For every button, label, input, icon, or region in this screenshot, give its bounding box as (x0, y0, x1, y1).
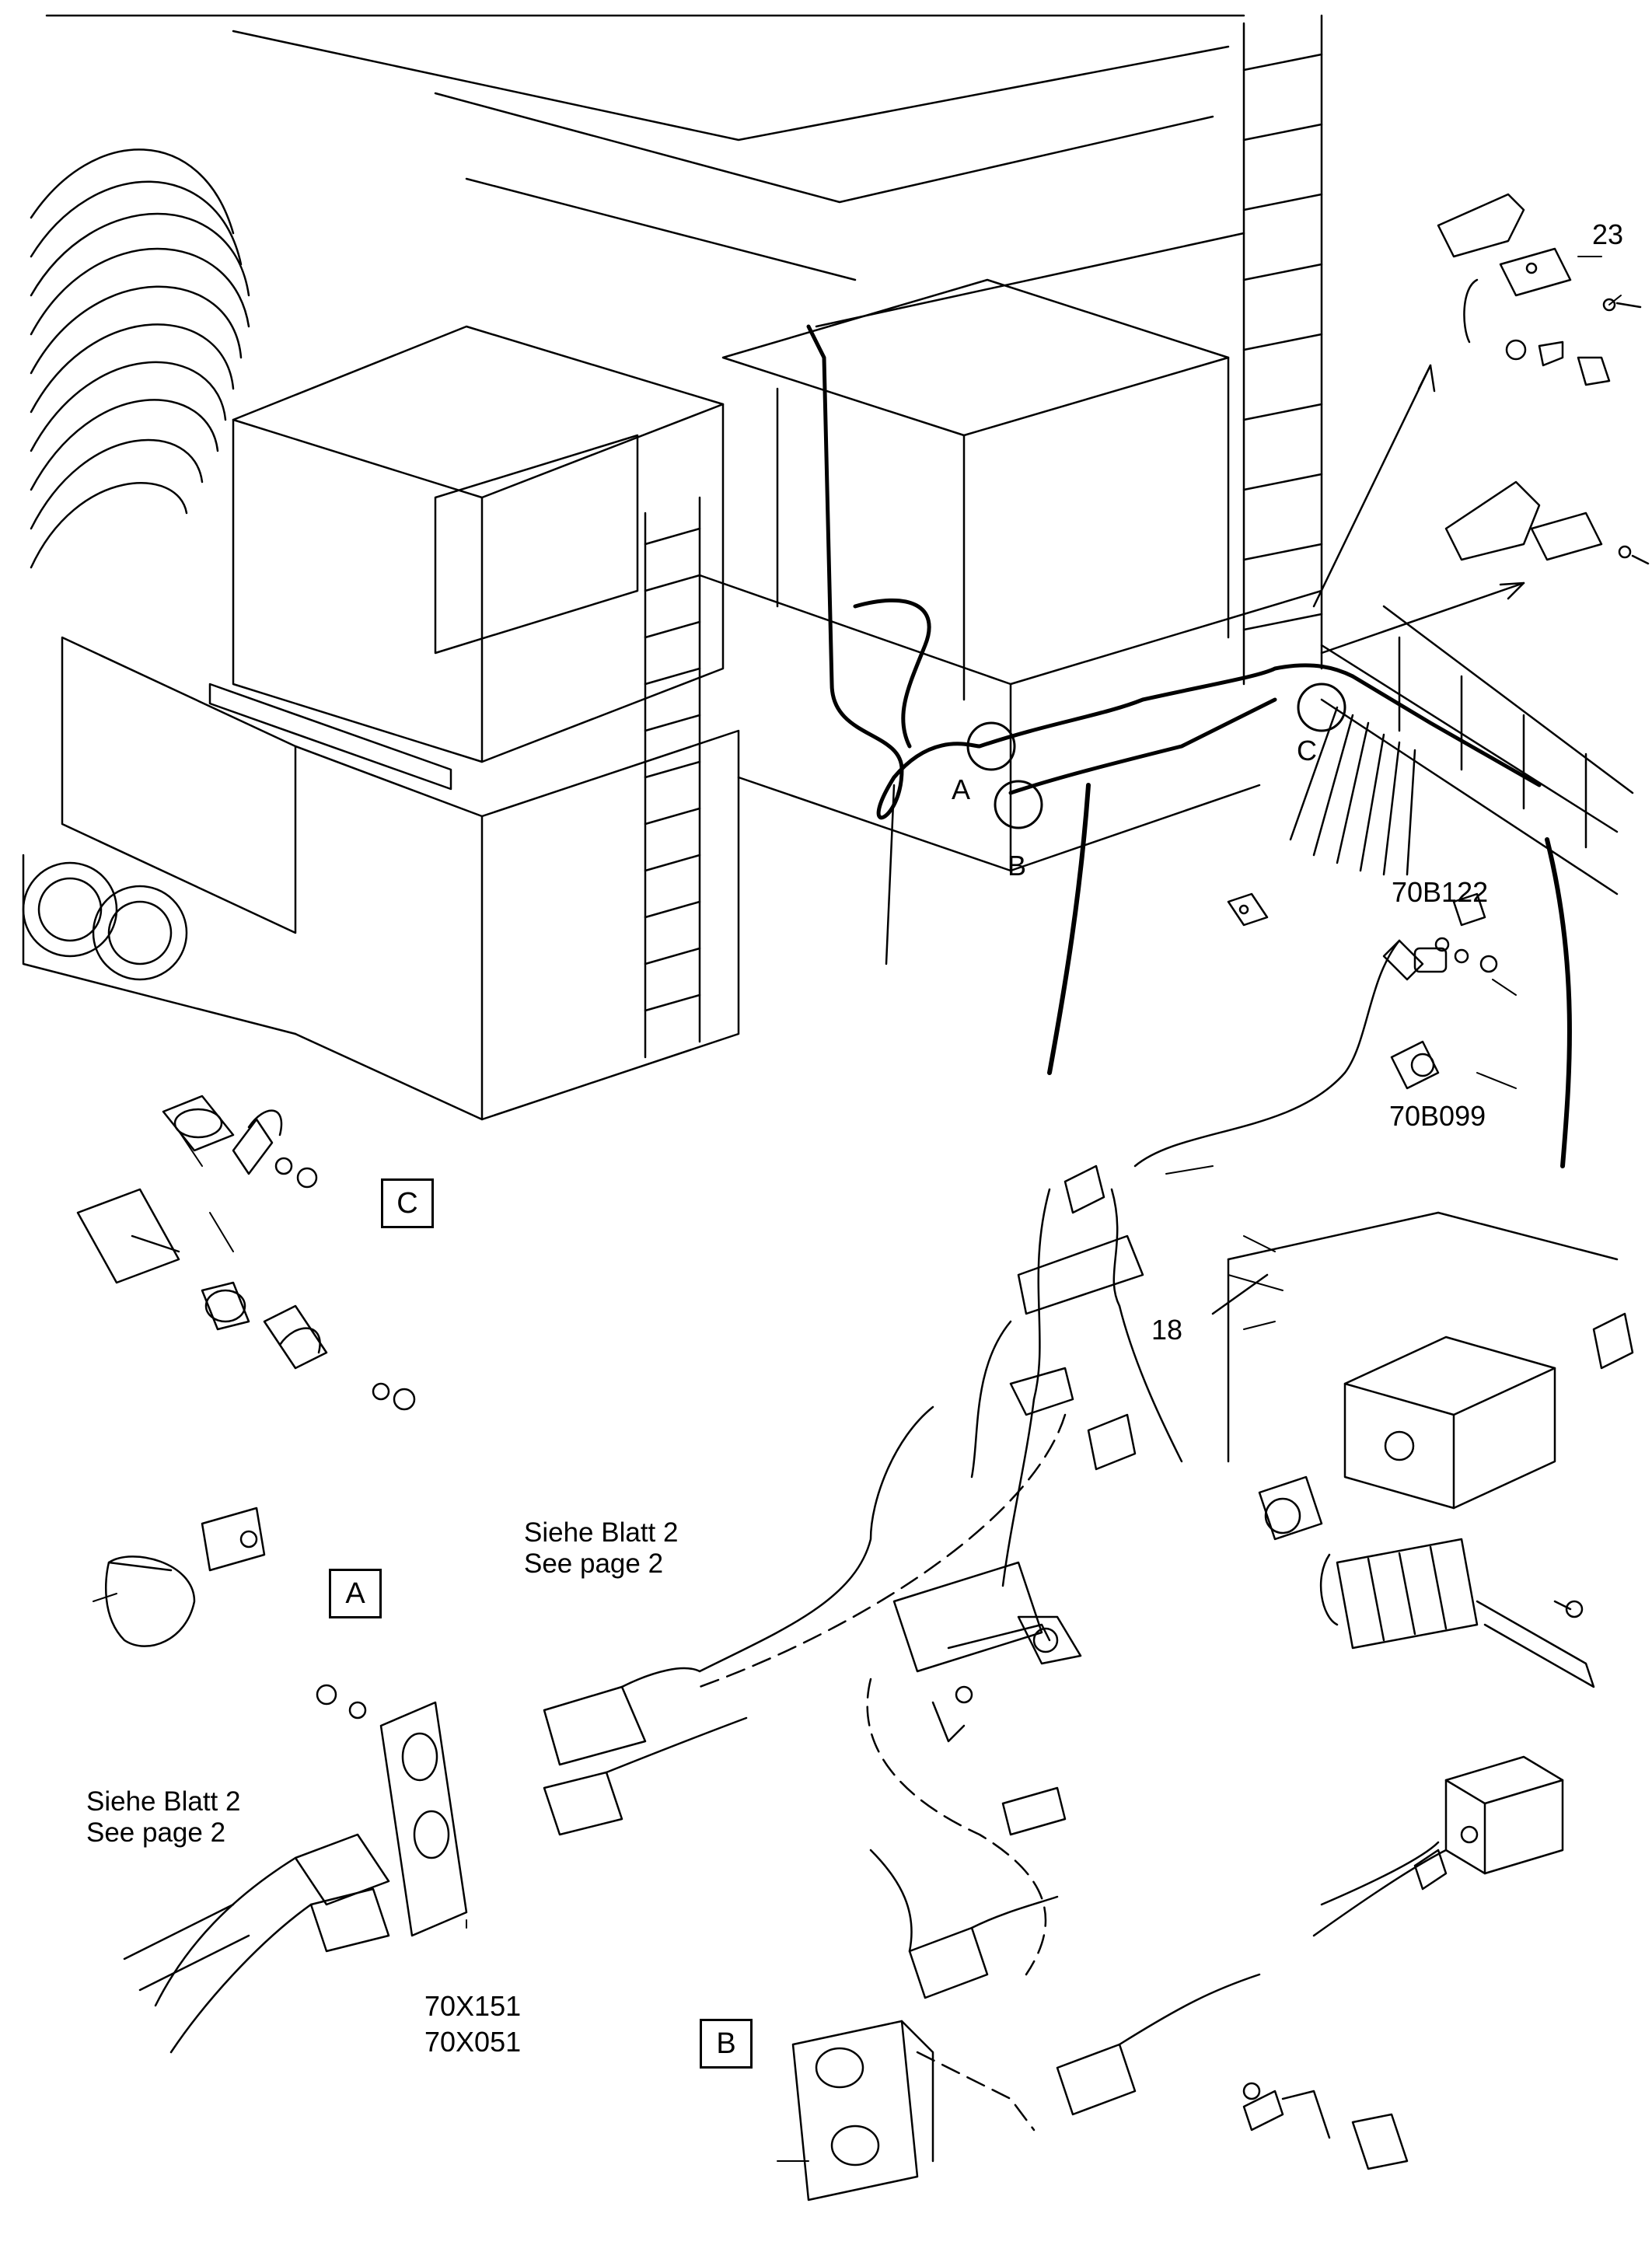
connector-label-70x151: 70X151 (424, 1990, 522, 2022)
bracket-detail-23 (1437, 193, 1650, 565)
detail-a-parts (104, 1507, 266, 1647)
callout-circle-a (966, 721, 1016, 771)
sensor-label-70b099: 70B099 (1389, 1100, 1486, 1132)
connector-plate (123, 1667, 748, 2054)
part-number-18: 18 (1151, 1314, 1183, 1346)
sensor-label-70b122: 70B122 (1392, 876, 1489, 908)
cable-mounting (698, 1320, 1082, 1836)
hose-coils (30, 148, 250, 569)
machine-structure (22, 14, 1634, 1121)
callout-c: C (1297, 735, 1317, 766)
small-junction-box (1312, 1755, 1564, 1937)
note-see-page-2-left: Siehe Blatt 2 See page 2 (86, 1786, 240, 1849)
connector-label-70x051: 70X051 (424, 2026, 522, 2058)
callout-a: A (952, 773, 971, 805)
callout-circle-c (1297, 683, 1346, 732)
note-de: Siehe Blatt 2 (524, 1517, 679, 1548)
callout-b: B (1008, 850, 1027, 882)
dashed-links (698, 1413, 1067, 2132)
detail-box-c: C (381, 1178, 434, 1228)
cable-harness (806, 324, 1542, 820)
sensor-assembly (1133, 892, 1498, 1168)
note-en: See page 2 (86, 1817, 226, 1849)
detail-box-a: A (329, 1569, 382, 1618)
pointer-arrows (885, 364, 1572, 1315)
note-en: See page 2 (524, 1548, 664, 1580)
detail-box-b: B (700, 2019, 753, 2069)
note-de: Siehe Blatt 2 (86, 1786, 241, 1817)
part-number-23: 23 (1592, 218, 1624, 250)
callout-circle-b (994, 780, 1043, 829)
detail-c-parts (76, 1095, 416, 1411)
junction-box-assembly (1001, 1164, 1634, 1688)
note-see-page-2-top: Siehe Blatt 2 See page 2 (524, 1517, 678, 1580)
detail-b-parts (791, 1849, 1409, 2201)
leader-lines (93, 256, 1622, 2162)
